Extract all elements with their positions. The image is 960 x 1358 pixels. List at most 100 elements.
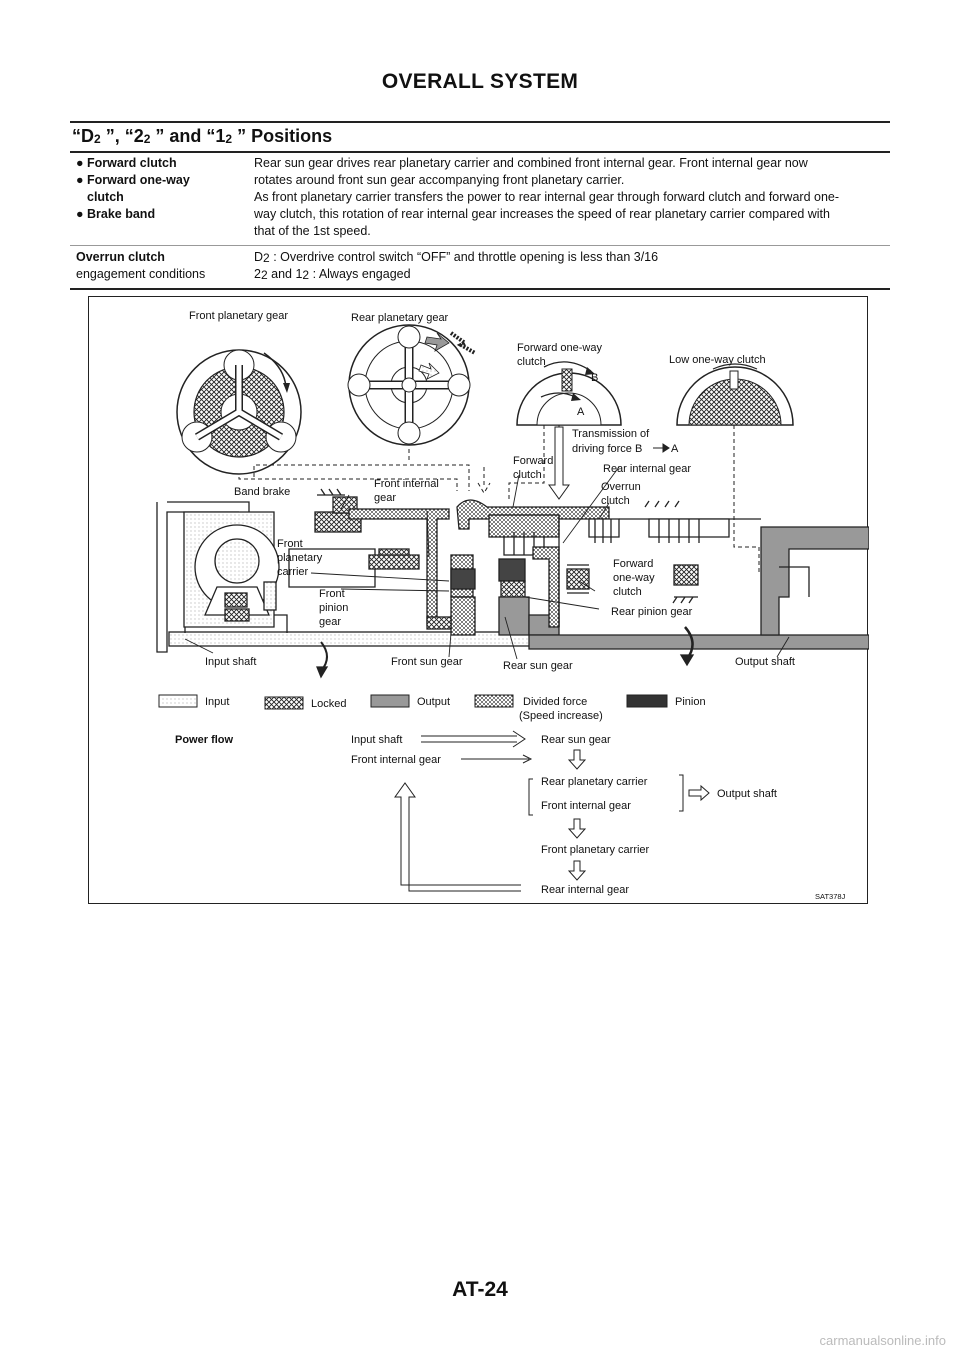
flow-rear-internal-gear: Rear internal gear	[541, 884, 629, 896]
legend-input: Input	[205, 696, 229, 708]
label-a: A	[577, 406, 585, 418]
condition-label-rest: engagement conditions	[76, 267, 206, 281]
legend-pinion: Pinion	[675, 696, 706, 708]
flow-rear-planetary-carrier: Rear planetary carrier	[541, 776, 648, 788]
label-front-planetary-carrier: Front	[277, 538, 303, 550]
bracket-left	[528, 778, 533, 816]
cross-section	[156, 488, 869, 679]
text-part: : Always engaged	[309, 267, 411, 281]
label-forward-clutch: clutch	[513, 469, 542, 481]
description-line: that of the 1st speed.	[254, 224, 371, 238]
description-line: Rear sun gear drives rear planetary carr…	[254, 156, 808, 170]
description-cell: Rear sun gear drives rear planetary carr…	[248, 152, 890, 246]
label-forward-one-way: clutch	[613, 586, 642, 598]
label-rear-planetary-gear: Rear planetary gear	[351, 312, 449, 324]
description-line: way clutch, this rotation of rear intern…	[254, 207, 830, 221]
component-label: Forward one-way	[87, 173, 190, 187]
component-label: clutch	[87, 190, 124, 204]
label-b: B	[591, 372, 598, 384]
page-number: AT-24	[452, 1278, 508, 1301]
legend-locked: Locked	[311, 698, 346, 710]
spec-table: ●Forward clutch ●Forward one-way clutch …	[70, 152, 890, 290]
label-front-pinion-gear: Front	[319, 588, 345, 600]
list-item: ●Brake band	[76, 206, 244, 223]
legend-swatch-pinion	[626, 694, 668, 708]
text-sub: 2	[302, 268, 310, 282]
components-cell: ●Forward clutch ●Forward one-way clutch …	[70, 152, 248, 246]
text-part: : Overdrive control switch “OFF” and thr…	[269, 250, 659, 264]
text-sub: 2	[263, 251, 270, 265]
label-input-shaft: Input shaft	[205, 656, 256, 668]
label-front-planetary-gear: Front planetary gear	[189, 310, 288, 322]
condition-line: D2 : Overdrive control switch “OFF” and …	[254, 249, 886, 266]
label-low-one-way-clutch: Low one-way clutch	[669, 354, 766, 366]
flow-input-shaft: Input shaft	[351, 734, 402, 746]
label-forward-clutch: Forward	[513, 455, 553, 467]
flow-output-shaft: Output shaft	[717, 788, 777, 800]
heading-sub: 2	[225, 132, 233, 146]
flow-front-planetary-carrier: Front planetary carrier	[541, 844, 650, 856]
legend-swatch-input	[158, 694, 198, 708]
rear-planetary-gear-drawing	[347, 324, 476, 446]
arrow-icon	[653, 443, 670, 453]
transmission-arrow-icon	[548, 426, 570, 500]
label-forward-one-way-clutch: clutch	[517, 356, 546, 368]
label-forward-one-way: one-way	[613, 572, 655, 584]
title-rule	[70, 121, 890, 123]
bullet-icon: ●	[76, 173, 84, 187]
label-output-shaft: Output shaft	[735, 656, 795, 668]
heading-sub: 2	[143, 132, 151, 146]
description-line: rotates around front sun gear accompanyi…	[254, 173, 625, 187]
label-transmission: Transmission of	[572, 428, 650, 440]
page-title: OVERALL SYSTEM	[381, 70, 579, 93]
heading-part: ”, “2	[100, 126, 144, 146]
text-part: and 1	[267, 267, 303, 281]
front-planetary-gear-drawing	[176, 349, 302, 475]
condition-line: 22 and 12 : Always engaged	[254, 266, 886, 283]
label-overrun-clutch: Overrun	[601, 481, 641, 493]
legend-swatch-divided	[474, 694, 514, 708]
power-flow: Power flow Input shaft Rear sun gear Fro…	[175, 730, 777, 896]
table-row: ●Forward clutch ●Forward one-way clutch …	[70, 152, 890, 246]
power-flow-figure: Front planetary gear Rear planetary gear…	[88, 296, 869, 904]
heading-part: ” and “1	[150, 126, 226, 146]
down-arrow-icon	[567, 860, 587, 881]
label-forward-one-way: Forward	[613, 558, 653, 570]
legend: Input Locked Output Divided force (Speed…	[158, 694, 706, 722]
heading-part: ” Positions	[232, 126, 333, 146]
list-item: ●Forward clutch	[76, 155, 244, 172]
label-front-planetary-carrier: carrier	[277, 566, 309, 578]
heading-part: “D	[72, 126, 94, 146]
label-rear-sun-gear: Rear sun gear	[503, 660, 573, 672]
forward-one-way-clutch-drawing	[516, 361, 622, 426]
condition-value-cell: D2 : Overdrive control switch “OFF” and …	[248, 245, 890, 290]
bracket-right	[679, 774, 684, 812]
bullet-icon: ●	[76, 156, 84, 170]
text-part: 2	[254, 267, 261, 281]
condition-label-cell: Overrun clutch engagement conditions	[70, 245, 248, 290]
heading-sub: 2	[94, 132, 101, 146]
bullet-spacer	[76, 189, 87, 206]
bullet-icon: ●	[76, 207, 84, 221]
text-sub: 2	[260, 268, 268, 282]
legend-divided: (Speed increase)	[519, 710, 603, 722]
list-item: ●Forward one-way	[76, 172, 244, 189]
text-part: D	[254, 250, 264, 264]
label-overrun-clutch: clutch	[601, 495, 630, 507]
power-flow-title: Power flow	[175, 734, 234, 746]
feedback-arrow	[394, 782, 521, 892]
label-front-planetary-carrier: planetary	[277, 552, 323, 564]
gear-diagram: Front planetary gear Rear planetary gear…	[156, 310, 869, 901]
label-front-pinion-gear: pinion	[319, 602, 348, 614]
down-arrow-icon	[567, 749, 587, 770]
flow-front-internal-gear: Front internal gear	[351, 754, 441, 766]
label-front-internal-gear: Front internal	[374, 478, 439, 490]
component-label: Forward clutch	[87, 156, 177, 170]
label-forward-one-way-clutch: Forward one-way	[517, 342, 602, 354]
condition-label: Overrun clutch	[76, 250, 165, 264]
section-heading: “D2 ”, “22 ” and “12 ” Positions	[72, 126, 332, 147]
watermark: carmanualsonline.info	[819, 1333, 946, 1348]
legend-swatch-locked	[264, 696, 304, 710]
label-rear-internal-gear: Rear internal gear	[603, 463, 691, 475]
down-arrow-icon	[567, 818, 587, 839]
